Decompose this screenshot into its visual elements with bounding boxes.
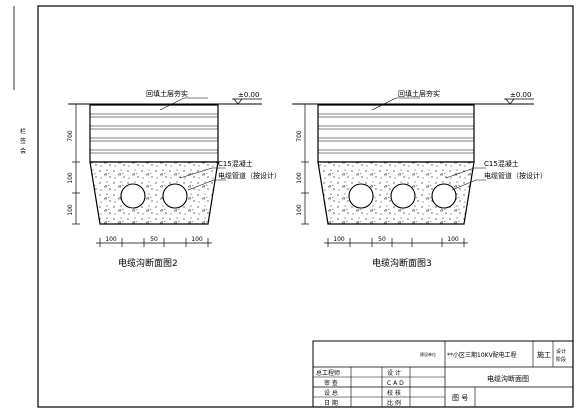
- concrete-label: C15混凝土: [218, 159, 253, 168]
- conduit-pipe: [390, 183, 416, 209]
- svg-text:设 总: 设 总: [324, 389, 338, 397]
- backfill-layer: [317, 104, 475, 163]
- title-left-labels: 总工程师 审 查 设 总 日 期: [316, 369, 340, 407]
- dim-w-mid: 50: [378, 236, 386, 243]
- dim-100-mid: 100: [296, 172, 303, 184]
- drawing-no-label: 图 号: [452, 394, 468, 402]
- concrete-label: C15混凝土: [484, 159, 519, 168]
- width-dimension: [324, 238, 468, 247]
- cable-conduits: [348, 183, 457, 209]
- dim-700: 700: [296, 130, 303, 142]
- dim-w-right: 100: [191, 236, 203, 243]
- cable-trench-section-2: 700 100 100 100 50 100 回填土层夯实 C15混凝土 电缆管…: [67, 89, 281, 269]
- concrete-encasement: [89, 161, 219, 225]
- svg-text:审 查: 审 查: [324, 379, 338, 387]
- conduit-label: 电缆管道（按设计）: [218, 171, 281, 180]
- conduit-pipe: [120, 183, 146, 209]
- elevation-label: ±0.00: [510, 91, 531, 99]
- width-dimension: [96, 238, 212, 247]
- depth-dimension: [72, 103, 80, 225]
- dim-100-bot: 100: [296, 204, 303, 216]
- drawing-title: 电缆沟断面图: [487, 374, 529, 383]
- cable-trench-section-3: 700 100 100 100 50 100 回填土层夯实 C15混凝土 电缆管…: [292, 89, 547, 269]
- dim-w-left: 100: [105, 236, 117, 243]
- dim-700: 700: [67, 130, 74, 142]
- conduit-pipe: [162, 183, 188, 209]
- leader-lines: [159, 97, 226, 191]
- margin-sign-label: 栏 签 会: [19, 127, 26, 155]
- svg-text:C A D: C A D: [387, 380, 404, 387]
- section-caption: 电缆沟断面图3: [372, 257, 432, 269]
- project-name: **小区三期10KV配电工程: [447, 351, 517, 359]
- stage-label: 施工: [537, 350, 551, 359]
- backfill-label: 回填土层夯实: [398, 89, 440, 98]
- dim-100-bot: 100: [67, 204, 74, 216]
- dim-w-right: 100: [447, 236, 459, 243]
- cable-conduits: [120, 183, 188, 209]
- drawing-frame: [37, 5, 574, 408]
- backfill-layer: [89, 104, 219, 163]
- svg-text:设 计: 设 计: [387, 369, 401, 377]
- backfill-hatch: [90, 113, 218, 154]
- conduit-pipe: [431, 183, 457, 209]
- title-block: [312, 340, 574, 408]
- svg-text:总工程师: 总工程师: [316, 369, 340, 377]
- stage-sub-top: 设计: [556, 348, 566, 355]
- dim-100-mid: 100: [67, 172, 74, 184]
- backfill-label: 回填土层夯实: [146, 89, 188, 98]
- svg-text:日 期: 日 期: [324, 399, 338, 407]
- elevation-mark: [232, 98, 262, 105]
- depth-dimension: [301, 103, 309, 225]
- svg-text:校 核: 校 核: [387, 389, 401, 397]
- backfill-hatch: [318, 113, 474, 154]
- dim-w-left: 100: [333, 236, 345, 243]
- conduit-pipe: [348, 183, 374, 209]
- dim-w-mid: 50: [150, 236, 158, 243]
- svg-text:栏 签 会: 栏 签 会: [19, 127, 26, 155]
- conduit-label: 电缆管道（按设计）: [484, 171, 547, 180]
- section-caption: 电缆沟断面图2: [118, 257, 178, 269]
- title-mid-labels: 设 计 C A D 校 核 比 例: [387, 369, 404, 407]
- svg-text:比 例: 比 例: [387, 399, 401, 407]
- org-label: 建设单位: [420, 351, 436, 357]
- leader-lines: [371, 97, 486, 191]
- elevation-mark: [504, 98, 534, 105]
- elevation-label: ±0.00: [238, 91, 259, 99]
- stage-sub-bot: 阶段: [556, 356, 566, 363]
